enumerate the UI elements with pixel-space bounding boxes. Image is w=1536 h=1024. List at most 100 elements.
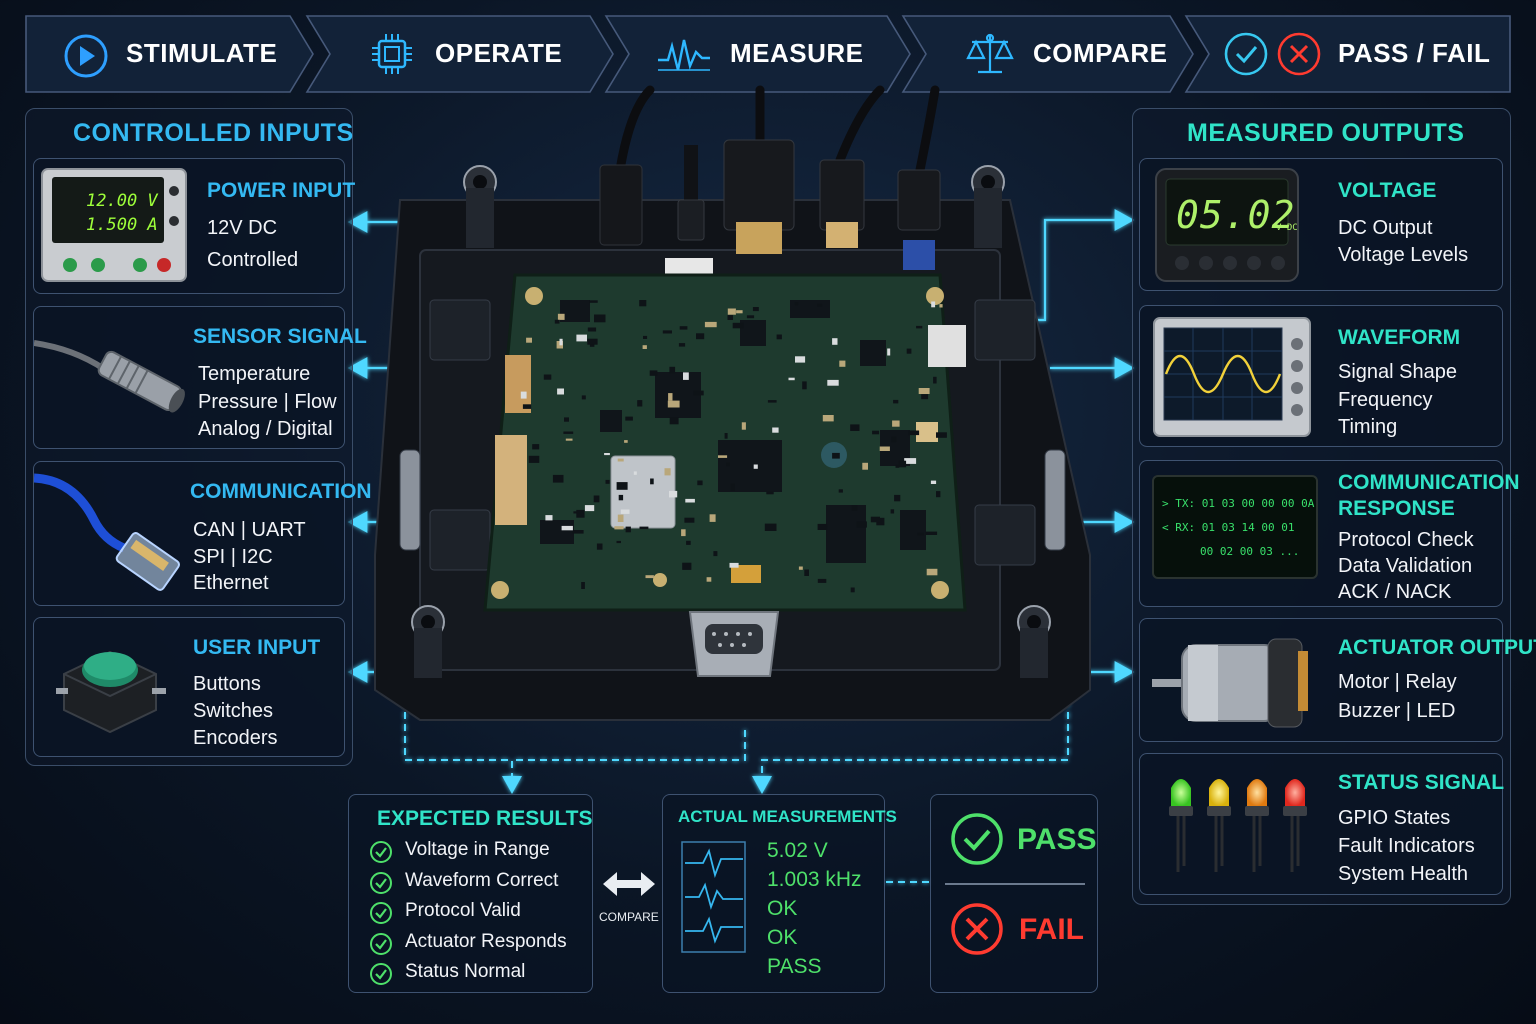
play-icon [64,34,108,78]
actual-measurement-value: 5.02 V [767,839,828,862]
step-label-measure: MEASURE [730,38,864,68]
check-circle-icon [370,841,392,863]
output-title-voltage: VOLTAGE [1338,179,1437,202]
multimeter-readout: 05.02 [1176,193,1296,237]
chip-icon [372,34,412,74]
terminal-display [1152,475,1318,579]
step-label-stimulate: STIMULATE [126,38,278,68]
output-card-voltage: 05.02 V DC VOLTAGE DC Output Voltage Lev… [1139,158,1503,291]
step-label-passfail: PASS / FAIL [1338,38,1491,68]
ethernet-cable-icon [34,473,180,591]
output-line: Motor | Relay [1338,671,1457,693]
terminal-rx-line: < RX: 01 03 14 00 01 [1162,521,1295,534]
step-chevron-passfail [1184,15,1511,93]
expected-result-label: Protocol Valid [405,900,521,921]
check-cross-icon [1224,32,1321,76]
power-supply-voltage-readout: 12.00 V [86,191,158,211]
measurement-trace-icon [681,841,746,953]
check-circle-icon [370,932,392,955]
output-line: Timing [1338,416,1398,438]
step-chevron-compare [901,15,1194,93]
output-line: Frequency [1338,389,1433,411]
output-line: Protocol Check [1338,529,1474,551]
input-line: SPI | I2C [193,546,273,568]
terminal-rx-line: 00 02 00 03 ... [1200,545,1300,558]
input-line: Switches [193,700,274,722]
input-title-power: POWER INPUT [207,179,356,202]
output-title-communication-response-line2: RESPONSE [1338,497,1455,520]
output-line: Data Validation [1338,555,1473,577]
pcb-board [483,273,967,677]
output-line: System Health [1338,863,1469,885]
waveform-icon [658,39,710,71]
balance-scale-icon [966,33,1014,74]
expected-result-label: Voltage in Range [405,839,550,860]
actual-measurements-title: ACTUAL MEASUREMENTS [678,807,897,826]
step-chevron-operate [305,15,614,93]
sensor-probe-icon [34,340,185,413]
compare-label: COMPARE [599,910,659,924]
output-line: GPIO States [1338,807,1451,829]
output-title-status: STATUS SIGNAL [1338,771,1505,794]
input-card-power: 12.00 V 1.500 A POWER INPUT 12V DC Contr… [33,158,355,294]
verdict-box: PASS FAIL [930,794,1098,993]
output-card-actuator: ACTUATOR OUTPUT Motor | Relay Buzzer | L… [1139,618,1536,742]
step-label-operate: OPERATE [435,38,563,68]
output-card-waveform: WAVEFORM Signal Shape Frequency Timing [1139,305,1503,447]
check-circle-icon [370,963,392,985]
expected-result-label: Actuator Responds [405,930,567,952]
expected-result-label: Waveform Correct [405,869,559,891]
output-line: ACK / NACK [1338,581,1452,603]
input-line: Temperature [198,363,311,385]
input-line: 12V DC [207,217,278,239]
input-card-communication: COMMUNICATION CAN | UART SPI | I2C Ether… [33,461,372,606]
multimeter-unit: V DC [1276,223,1298,233]
output-card-status: STATUS SIGNAL GPIO States Fault Indicato… [1139,753,1505,895]
power-supply-current-readout: 1.500 A [86,215,158,235]
input-line: Encoders [193,727,278,749]
output-line: Voltage Levels [1338,244,1469,266]
compare-arrow-icon [603,872,655,896]
pass-label: PASS [1017,823,1097,856]
expected-results-title: EXPECTED RESULTS [377,807,593,830]
check-circle-icon [370,902,392,924]
output-title-actuator: ACTUATOR OUTPUT [1338,636,1536,659]
output-line: Signal Shape [1338,361,1457,383]
input-line: Buttons [193,673,261,695]
multimeter-icon [1155,168,1299,282]
actual-measurement-value: PASS [767,955,822,978]
input-line: CAN | UART [193,519,306,541]
output-line: Fault Indicators [1338,835,1475,857]
output-line: DC Output [1338,217,1433,239]
status-leds-icon [1169,779,1307,872]
pass-check-icon [951,813,1003,865]
input-line: Ethernet [193,572,269,594]
step-stimulate [60,30,290,80]
input-title-communication: COMMUNICATION [190,480,372,503]
input-card-sensor: SENSOR SIGNAL Temperature Pressure | Flo… [33,306,367,449]
input-card-user: USER INPUT Buttons Switches Encoders [33,617,345,757]
input-line: Analog / Digital [198,418,333,440]
actual-measurement-value: OK [767,897,798,920]
step-chevron-measure [604,15,911,93]
motor-icon [1152,638,1308,728]
push-button-icon [56,650,166,734]
actual-measurement-value: 1.003 kHz [767,868,862,891]
step-label-compare: COMPARE [1033,38,1168,68]
fail-cross-icon [951,903,1003,955]
controlled-inputs-title: CONTROLLED INPUTS [73,119,354,147]
measured-outputs-title: MEASURED OUTPUTS [1187,119,1465,147]
oscilloscope-icon [1153,317,1311,437]
input-title-sensor: SENSOR SIGNAL [193,325,367,348]
power-supply-icon [41,168,187,282]
terminal-tx-line: > TX: 01 03 00 00 00 0A [1162,497,1315,510]
verdict-divider [945,883,1085,885]
expected-result-label: Status Normal [405,961,526,982]
actual-measurement-value: OK [767,926,798,949]
output-card-communication-response: > TX: 01 03 00 00 00 0A < RX: 01 03 14 0… [1139,460,1520,607]
check-circle-icon [370,871,392,894]
fail-label: FAIL [1019,913,1084,946]
output-title-communication-response: COMMUNICATION [1338,471,1520,494]
